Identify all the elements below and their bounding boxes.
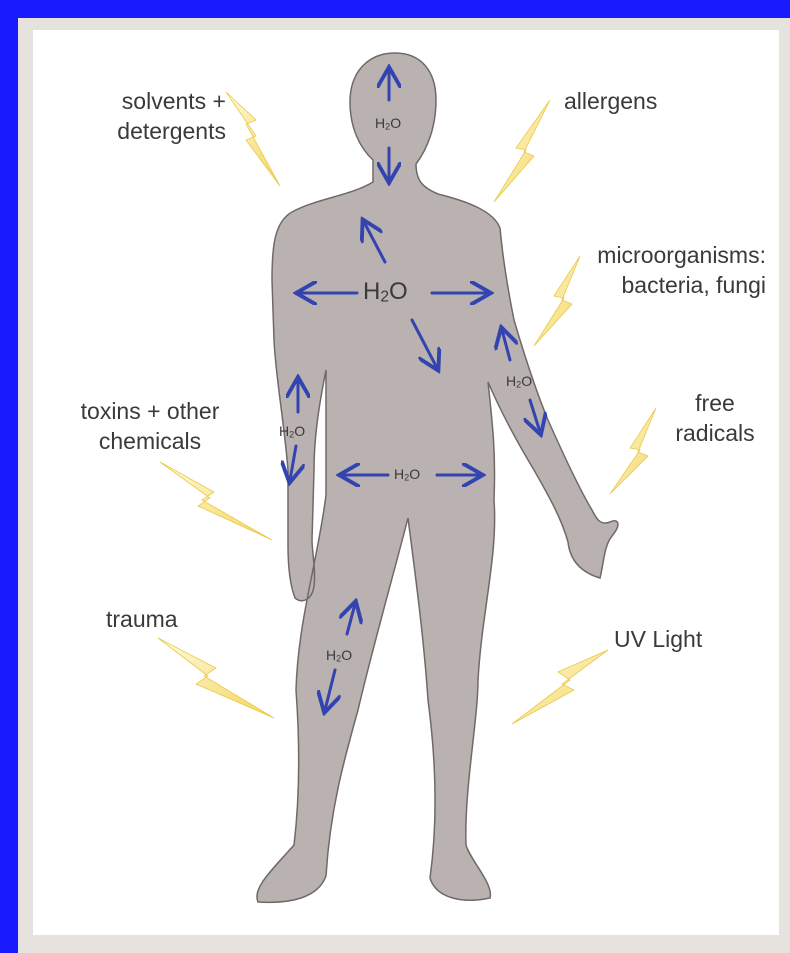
lightning-bolt-allergens-icon [494, 100, 550, 202]
lightning-bolt-trauma-icon [158, 638, 274, 718]
label-free-radicals: free radicals [660, 388, 770, 448]
h2o-label-chest: H2O [363, 280, 408, 305]
lightning-bolt-solvents-icon [226, 92, 280, 186]
label-solvents-detergents: solvents + detergents [86, 86, 226, 146]
label-toxins-line2: chemicals [70, 426, 230, 456]
label-allergens: allergens [564, 86, 657, 116]
label-toxins-line1: toxins + other [70, 396, 230, 426]
label-microorganisms: microorganisms: bacteria, fungi [570, 240, 766, 300]
human-silhouette [257, 53, 618, 902]
label-trauma-text: trauma [106, 604, 178, 634]
label-free-radicals-line1: free [660, 388, 770, 418]
label-toxins-chemicals: toxins + other chemicals [70, 396, 230, 456]
label-uv-light: UV Light [614, 624, 702, 654]
label-trauma: trauma [106, 604, 178, 634]
label-microorganisms-line1: microorganisms: [570, 240, 766, 270]
label-solvents-line2: detergents [86, 116, 226, 146]
h2o-label-leg: H2O [326, 648, 352, 663]
lightning-bolt-uv-light-icon [512, 650, 608, 724]
label-solvents-line1: solvents + [86, 86, 226, 116]
h2o-label-left-arm: H2O [279, 424, 305, 439]
label-allergens-text: allergens [564, 86, 657, 116]
h2o-label-head: H2O [375, 116, 401, 131]
label-uv-light-text: UV Light [614, 624, 702, 654]
label-microorganisms-line2: bacteria, fungi [570, 270, 766, 300]
lightning-bolt-toxins-icon [160, 462, 272, 540]
h2o-label-hips: H2O [394, 467, 420, 482]
lightning-bolt-free-radicals-icon [610, 408, 656, 494]
h2o-label-right-arm: H2O [506, 374, 532, 389]
label-free-radicals-line2: radicals [660, 418, 770, 448]
